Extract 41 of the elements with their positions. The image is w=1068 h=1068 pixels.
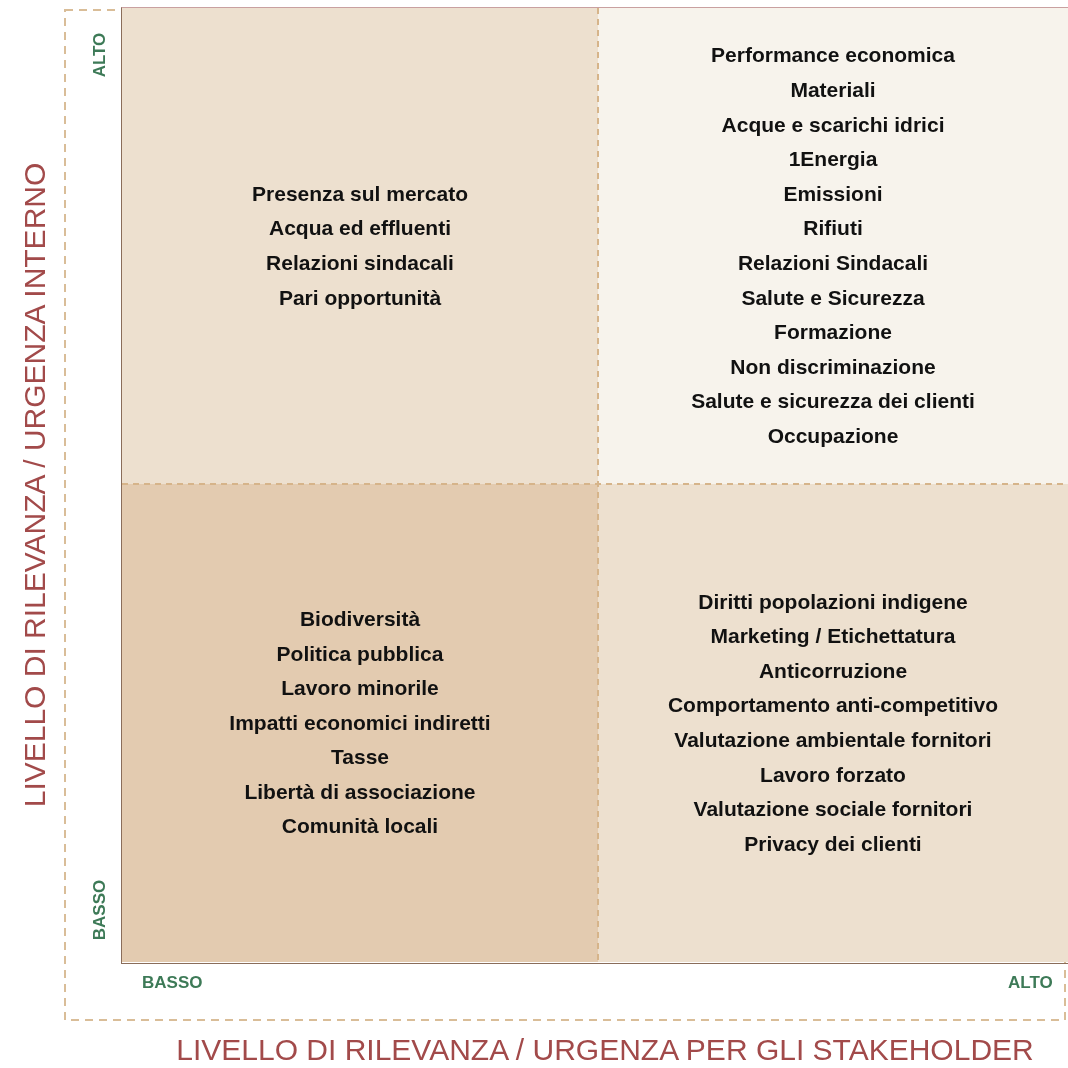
axis-tick-label: ALTO bbox=[90, 32, 110, 78]
axis-tick-label: BASSO bbox=[90, 879, 110, 941]
topic-text: Acque e scarichi idrici bbox=[721, 111, 945, 138]
topic-text: Formazione bbox=[774, 319, 892, 346]
topic-text: Impatti economici indiretti bbox=[229, 709, 491, 736]
axis-tick-label: BASSO bbox=[142, 973, 203, 993]
topic-text: Diritti popolazioni indigene bbox=[698, 588, 968, 615]
topic-text: Comunità locali bbox=[281, 813, 439, 840]
topic-text: Marketing / Etichettatura bbox=[710, 623, 956, 650]
topic-text: Valutazione ambientale fornitori bbox=[674, 727, 992, 753]
topic-text: Salute e Sicurezza bbox=[741, 284, 925, 311]
topic-text: Salute e sicurezza dei clienti bbox=[691, 388, 975, 415]
topic-text: Privacy dei clienti bbox=[744, 830, 922, 857]
topic-text: 1Energia bbox=[788, 146, 878, 173]
y-axis-title: LIVELLO DI RILEVANZA / URGENZA INTERNO bbox=[18, 162, 52, 808]
topic-text: Pari opportunità bbox=[278, 284, 442, 311]
topic-text: Relazioni Sindacali bbox=[737, 250, 929, 276]
topic-text: Performance economica bbox=[711, 42, 955, 69]
topic-text: Presenza sul mercato bbox=[252, 180, 468, 207]
topic-text: Libertà di associazione bbox=[244, 778, 476, 805]
topic-text: Rifiuti bbox=[803, 215, 863, 242]
topic-text: Lavoro minorile bbox=[281, 675, 439, 702]
quadrant-panel bbox=[122, 484, 598, 962]
quadrant-panel bbox=[598, 8, 1068, 484]
quadrant-panel bbox=[122, 8, 598, 484]
quadrant-panel bbox=[598, 484, 1068, 962]
topic-text: Lavoro forzato bbox=[760, 761, 906, 788]
x-axis-title: LIVELLO DI RILEVANZA / URGENZA PER GLI STAKEHOLDER bbox=[176, 1033, 1034, 1067]
topic-text: Tasse bbox=[331, 744, 389, 771]
topic-text: Comportamento anti-competitivo bbox=[667, 692, 999, 719]
topic-text: Politica pubblica bbox=[276, 640, 444, 667]
axis-tick-label: ALTO bbox=[1008, 973, 1053, 993]
topic-text: Materiali bbox=[790, 77, 876, 104]
topic-text: Relazioni sindacali bbox=[266, 250, 454, 276]
topic-text: Biodiversità bbox=[299, 605, 421, 632]
topic-text: Acqua ed effluenti bbox=[269, 215, 451, 242]
topic-text: Occupazione bbox=[767, 422, 899, 449]
topic-text: Anticorruzione bbox=[758, 657, 908, 684]
topic-text: Non discriminazione bbox=[730, 353, 936, 380]
topic-text: Emissioni bbox=[783, 180, 883, 207]
topic-text: Valutazione sociale fornitori bbox=[693, 796, 973, 823]
